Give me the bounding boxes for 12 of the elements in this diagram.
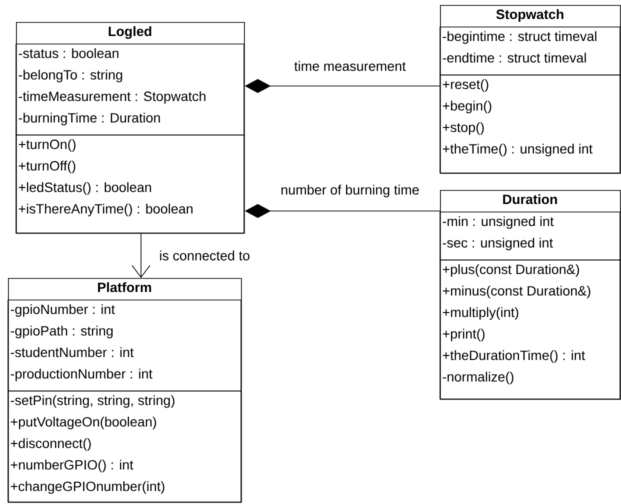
method-compartment: +plus(const Duration&) +minus(const Duration&) +multiply(int) +print() +theDurationTime() : int -normalize() <box>440 260 620 400</box>
attribute-compartment: -begintime : struct timeval -endtime : struct timeval <box>440 26 620 76</box>
association-line <box>132 233 150 278</box>
attribute-compartment: -min : unsigned int -sec : unsigned int <box>440 212 620 260</box>
edge-label: time measurement <box>293 60 407 72</box>
method-compartment: -setPin(string, string, string) +putVoltageOn(boolean) +disconnect() +numberGPIO() : int +changeGPIOnumber(int) <box>8 390 242 502</box>
method-compartment: +turnOn() +turnOff() +ledStatus() : boolean +isThereAnyTime() : boolean <box>16 134 244 234</box>
edge-label: is connected to <box>158 250 251 262</box>
method-compartment: +reset() +begin() +stop() +theTime() : unsigned int <box>440 74 620 174</box>
attribute-compartment: -gpioNumber : int -gpioPath : string -studentNumber : int -productionNumber : int <box>8 300 242 392</box>
edge-label: number of burning time <box>280 184 420 198</box>
attribute-compartment: -status : boolean -belongTo : string -timeMeasurement : Stopwatch -burningTime : Duration <box>16 44 244 136</box>
